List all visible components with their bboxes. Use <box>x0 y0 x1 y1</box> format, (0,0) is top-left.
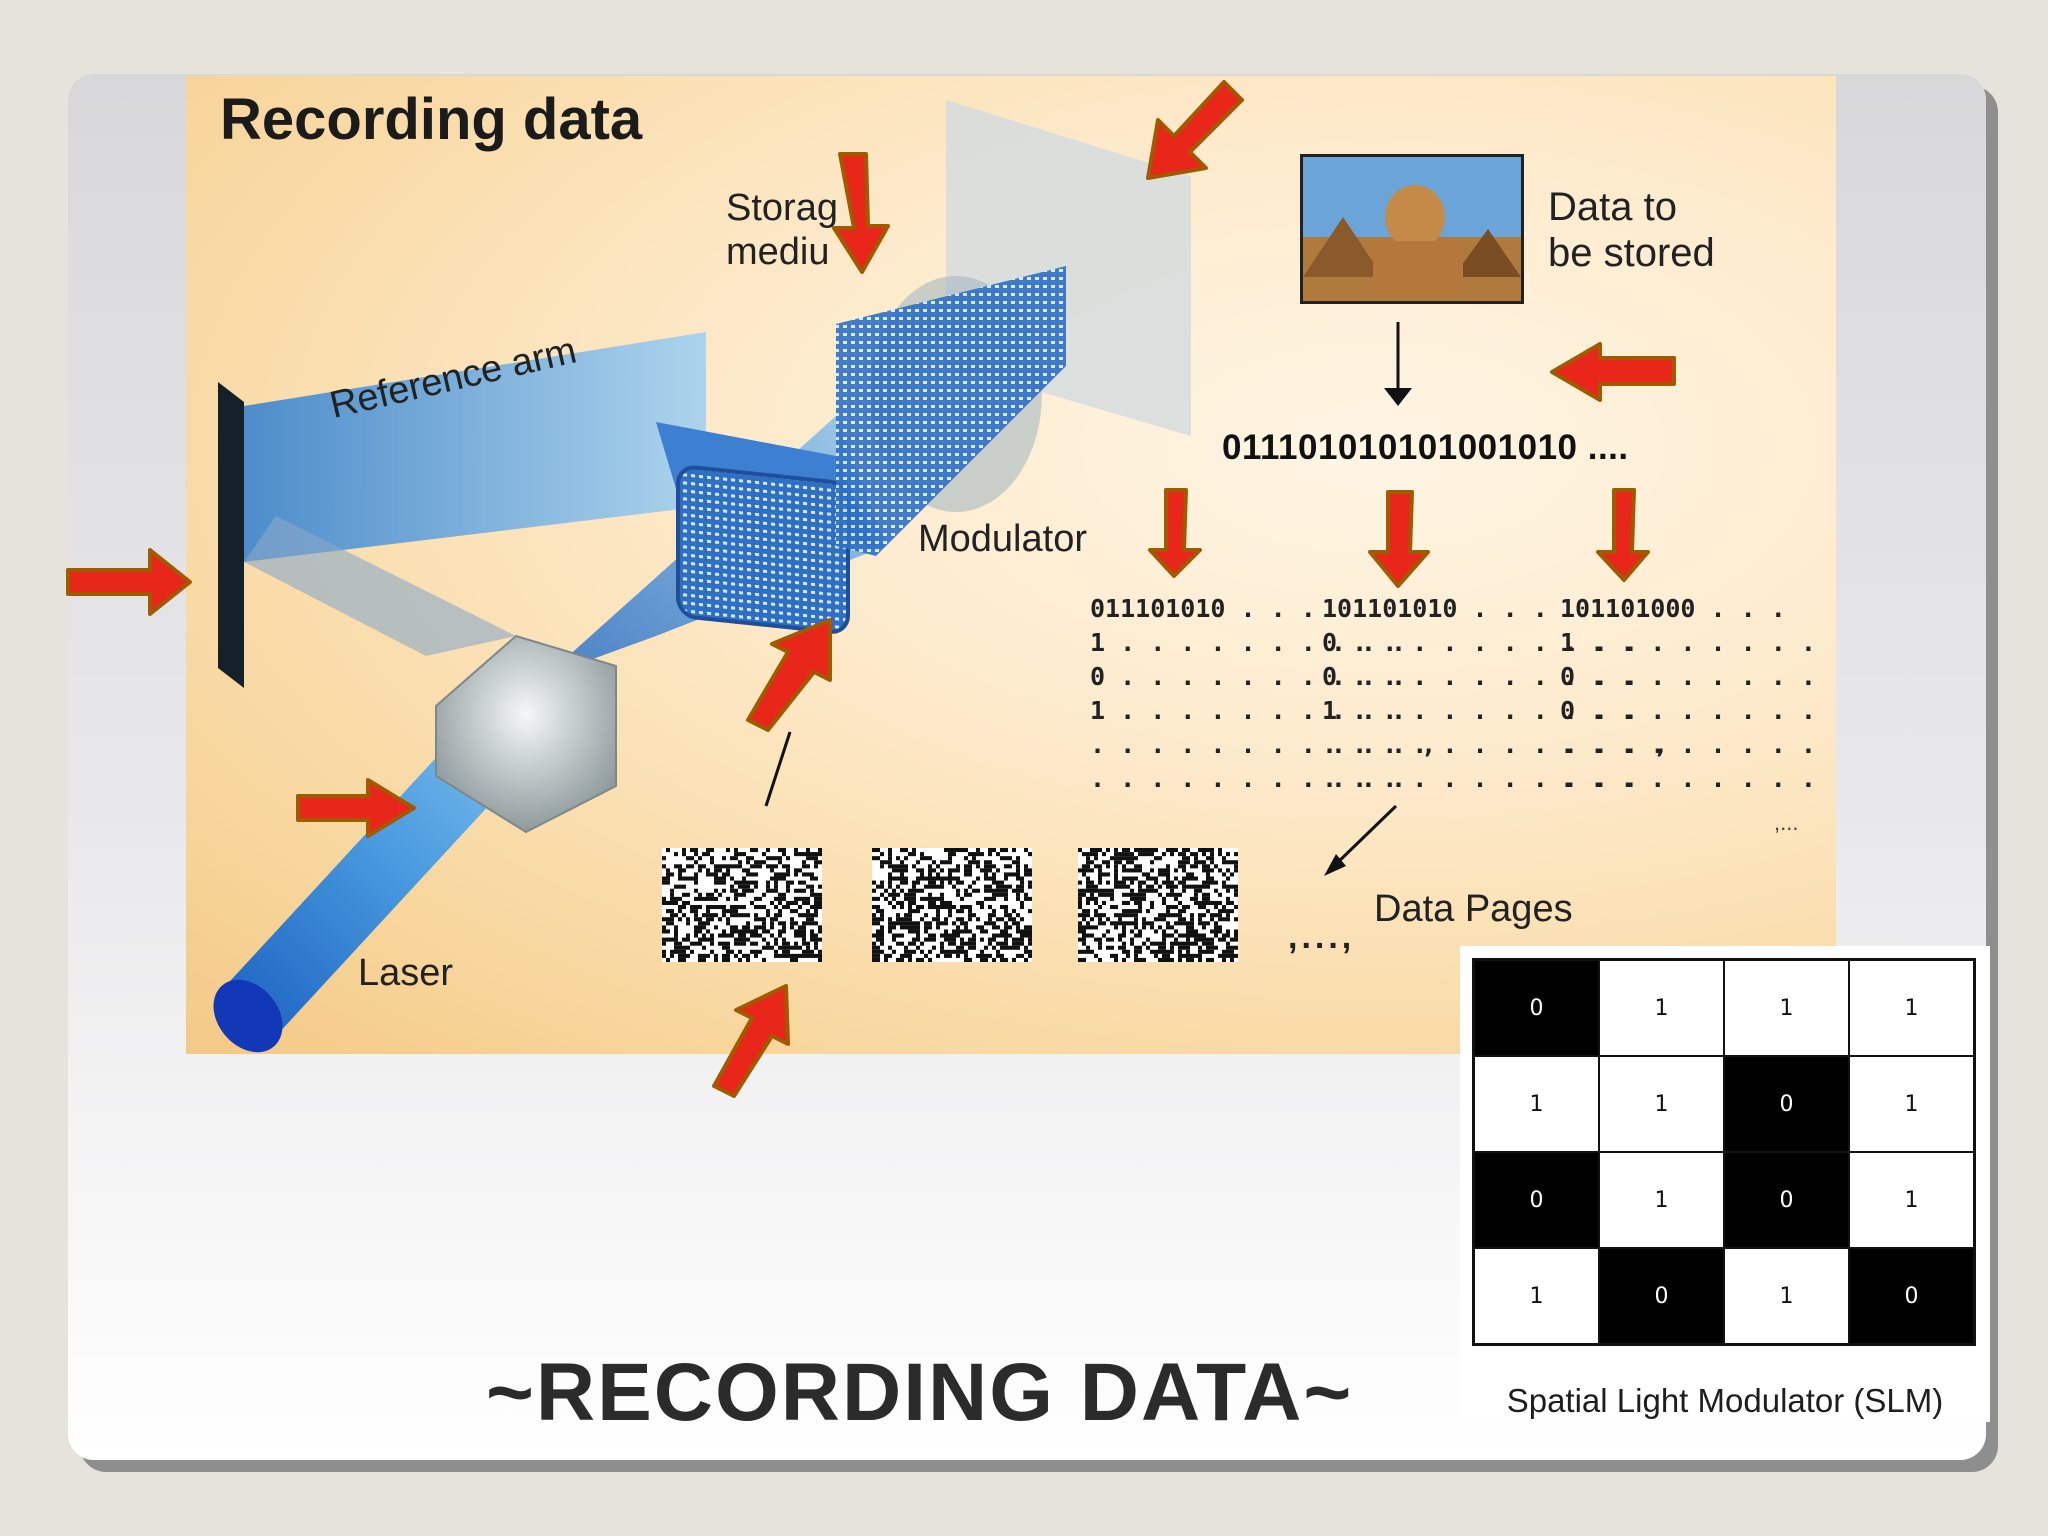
data-page-1 <box>662 848 822 962</box>
columns-trailer: ,... <box>1774 810 1799 835</box>
reference-beam <box>244 332 706 562</box>
slm-cell: 0 <box>1599 1248 1724 1344</box>
slm-cell: 0 <box>1724 1152 1849 1248</box>
slm-cell: 1 <box>1724 960 1849 1056</box>
data-pages-label: Data Pages <box>1374 888 1573 930</box>
data-beam-pattern <box>836 266 1066 556</box>
reference-mirror <box>218 382 244 688</box>
slm-cell: 1 <box>1599 960 1724 1056</box>
laser-label: Laser <box>358 952 454 994</box>
slm-cell: 1 <box>1474 1248 1599 1344</box>
slm-caption: Spatial Light Modulator (SLM) <box>1506 1382 1944 1419</box>
slm-cell: 0 <box>1724 1056 1849 1152</box>
beam-splitter-cube <box>435 634 617 834</box>
diagram-title: Recording data <box>220 87 643 152</box>
recording-diagram: Recording data Storag mediu Reference ar… <box>186 76 1836 1054</box>
slm-cell: 0 <box>1849 1248 1974 1344</box>
slm-cell: 0 <box>1474 1152 1599 1248</box>
modulator-panel <box>676 465 850 634</box>
slm-cell: 1 <box>1849 1152 1974 1248</box>
page-column-3: 101101000 . . . 1 . . . . . . . . . . 0 … <box>1560 594 1836 793</box>
sphinx-photo <box>1300 154 1524 304</box>
slm-cell: 1 <box>1849 1056 1974 1152</box>
storage-medium-label: Storag mediu <box>726 187 838 273</box>
page-column-1: 011101010 . . . 1 . . . . . . . . . . 0 … <box>1090 594 1437 793</box>
laser-source <box>213 979 283 1053</box>
modulator-label: Modulator <box>918 518 1087 560</box>
slm-cell: 1 <box>1599 1152 1724 1248</box>
laser-beam <box>220 736 516 1036</box>
bit-string: 011101010101001010 .... <box>1222 428 1629 467</box>
slm-cell: 1 <box>1599 1056 1724 1152</box>
data-page-3 <box>1078 848 1238 962</box>
slm-cell: 1 <box>1724 1248 1849 1344</box>
optical-setup-illustration <box>213 100 1412 1053</box>
pages-ellipsis: ,..., <box>1288 918 1356 956</box>
slm-cell: 1 <box>1474 1056 1599 1152</box>
page-column-2: 101101010 . . . 0 . . . . . . . . . . 0 … <box>1322 594 1669 793</box>
slm-cell: 0 <box>1474 960 1599 1056</box>
data-page-2 <box>872 848 1032 962</box>
data-to-be-stored-label: Data to be stored <box>1548 185 1715 275</box>
slide-heading: ~RECORDING DATA~ <box>486 1347 1354 1438</box>
slm-cell: 1 <box>1849 960 1974 1056</box>
